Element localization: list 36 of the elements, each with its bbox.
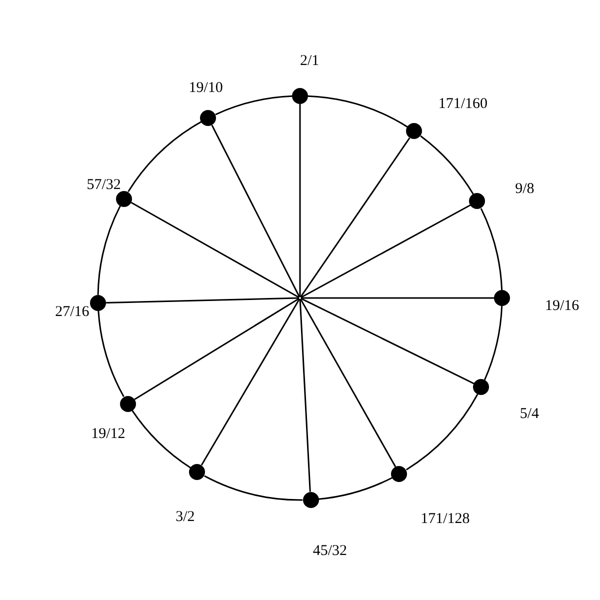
spoke-line bbox=[106, 297, 300, 304]
spoke-line bbox=[134, 298, 300, 400]
spoke-line bbox=[299, 104, 301, 297]
ratio-label: 19/16 bbox=[545, 298, 580, 315]
ratio-label: 19/12 bbox=[91, 426, 126, 443]
ratio-label: 27/16 bbox=[55, 304, 90, 321]
circle-arc bbox=[215, 95, 292, 116]
circle-arc bbox=[131, 410, 192, 468]
spoke-line bbox=[301, 297, 494, 299]
circle-arc bbox=[308, 95, 408, 128]
spoke-line bbox=[200, 298, 300, 466]
circle-arc bbox=[406, 394, 478, 470]
circle-arc bbox=[420, 135, 474, 195]
ratio-label: 57/32 bbox=[86, 177, 121, 194]
circle-arc bbox=[480, 208, 503, 290]
ratio-label: 9/8 bbox=[515, 180, 534, 198]
circle-arc bbox=[484, 306, 503, 380]
ratio-label: 171/160 bbox=[438, 96, 488, 113]
spoke-line bbox=[300, 298, 396, 468]
circle-arc bbox=[98, 310, 124, 397]
spoke-line bbox=[211, 124, 300, 298]
spoke-line bbox=[300, 204, 471, 298]
circle-arc bbox=[128, 121, 202, 192]
ratio-label: 45/32 bbox=[312, 542, 347, 560]
circle-arc bbox=[97, 205, 122, 295]
spoke-line bbox=[130, 202, 300, 298]
circle-arc bbox=[318, 476, 393, 500]
spoke-line bbox=[300, 138, 410, 298]
ratio-label: 171/128 bbox=[420, 511, 470, 528]
ratio-label: 2/1 bbox=[300, 53, 320, 70]
ratio-label: 19/10 bbox=[188, 80, 223, 97]
spoke-line bbox=[300, 298, 474, 384]
circle-arc bbox=[204, 475, 303, 501]
spoke-line bbox=[299, 298, 311, 492]
ratio-label: 5/4 bbox=[520, 406, 539, 424]
ratio-label: 3/2 bbox=[176, 509, 195, 526]
